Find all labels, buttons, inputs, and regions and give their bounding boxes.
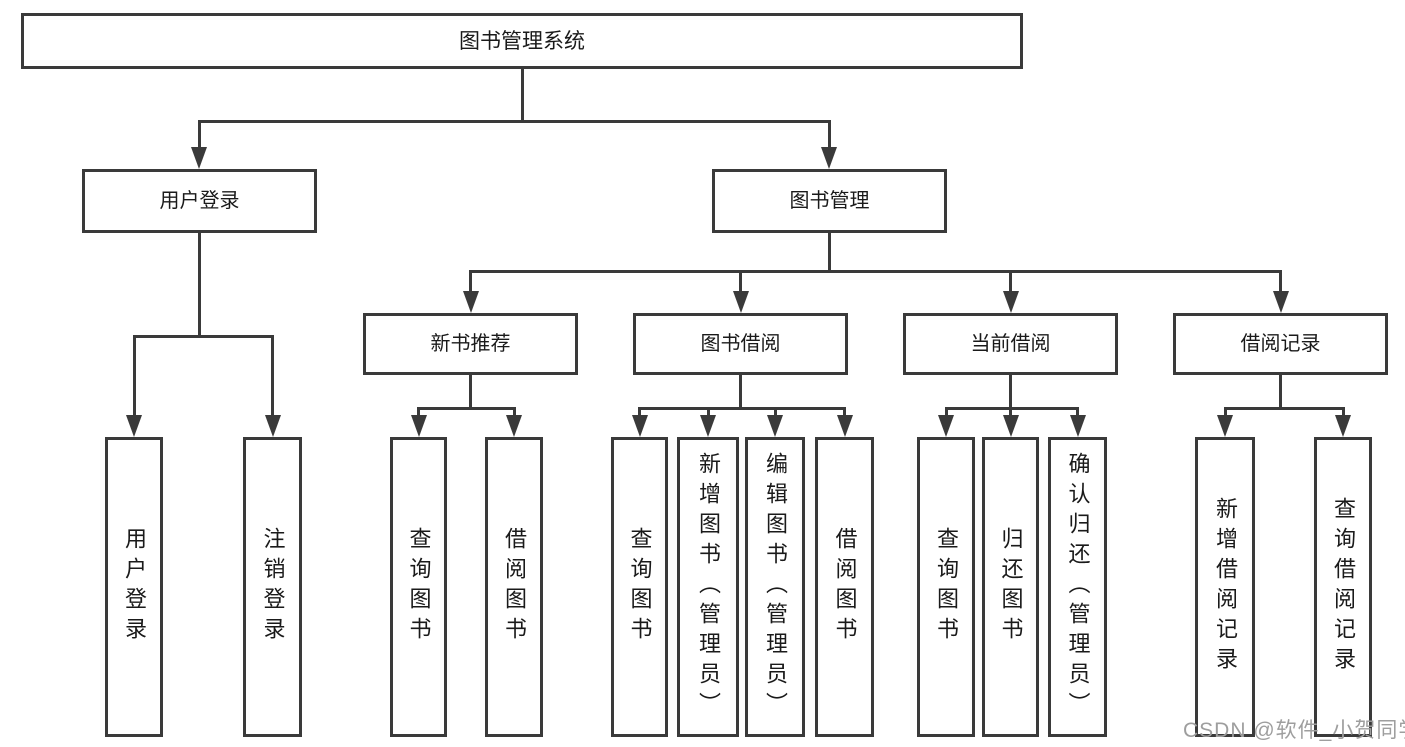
- connector-shaft-book-management: [827, 120, 831, 150]
- leaf-query-books-recommend: 查询图书: [390, 437, 447, 737]
- arrowhead-book-borrow-icon: [732, 291, 749, 313]
- leaf-confirm-return-admin: 确认归还（管理员）: [1048, 437, 1107, 737]
- node-user-login: 用户登录: [82, 169, 317, 233]
- connector-shaft-a2: [512, 407, 516, 417]
- connector-shaft-c3: [1076, 407, 1079, 417]
- arrowhead-b3-icon: [767, 415, 783, 437]
- connector-shaft-current-borrow: [1009, 270, 1012, 293]
- connector-shaft-b4: [843, 407, 846, 417]
- leaf-query-books-current: 查询图书: [917, 437, 975, 737]
- node-current-borrow: 当前借阅: [903, 313, 1118, 375]
- leaf-query-books-borrow: 查询图书: [611, 437, 668, 737]
- node-library-management-system: 图书管理系统: [21, 13, 1023, 69]
- connector-new-book-stem: [469, 375, 472, 407]
- connector-user-login-splitter: [132, 335, 274, 338]
- connector-shaft-book-borrow: [739, 270, 742, 293]
- connector-book-management-stem: [828, 233, 831, 270]
- connector-shaft-c1: [944, 407, 948, 417]
- arrowhead-b4-icon: [836, 415, 853, 437]
- connector-borrow-records-stem: [1279, 375, 1282, 407]
- node-book-borrow: 图书借阅: [633, 313, 848, 375]
- connector-root-stem: [520, 69, 524, 120]
- arrowhead-c2-icon: [1002, 415, 1019, 437]
- arrowhead-current-borrow-icon: [1002, 291, 1019, 313]
- leaf-edit-books-admin: 编辑图书（管理员）: [745, 437, 805, 737]
- connector-shaft-new-book: [469, 270, 472, 293]
- connector-shaft-b3: [773, 407, 777, 417]
- connector-shaft-a1: [417, 407, 420, 417]
- arrowhead-b1-icon: [631, 415, 648, 437]
- connector-shaft-leaf-user-login: [132, 335, 136, 417]
- connector-level3-splitter: [469, 270, 1282, 273]
- arrowhead-borrow-records-icon: [1272, 291, 1289, 313]
- csdn-watermark: CSDN @软件_小贺同学: [1183, 719, 1405, 742]
- arrowhead-book-management-icon: [821, 147, 837, 169]
- connector-shaft-user-login: [197, 120, 201, 150]
- leaf-borrow-books: 借阅图书: [815, 437, 874, 737]
- connector-shaft-c2: [1009, 407, 1012, 417]
- arrowhead-c1-icon: [938, 415, 954, 437]
- arrowhead-b2-icon: [700, 415, 716, 437]
- connector-current-borrow-stem: [1009, 375, 1012, 407]
- connector-level1-splitter: [197, 120, 831, 123]
- connector-book-borrow-stem: [739, 375, 742, 407]
- arrowhead-user-login-icon: [191, 147, 207, 169]
- node-borrow-records: 借阅记录: [1173, 313, 1388, 375]
- arrowhead-leaf-user-login-icon: [126, 415, 142, 437]
- node-new-book-recommend: 新书推荐: [363, 313, 578, 375]
- leaf-add-borrow-record: 新增借阅记录: [1195, 437, 1255, 737]
- arrowhead-d2-icon: [1335, 415, 1351, 437]
- connector-shaft-d1: [1223, 407, 1227, 417]
- node-book-management: 图书管理: [712, 169, 947, 233]
- leaf-query-borrow-record: 查询借阅记录: [1314, 437, 1372, 737]
- arrowhead-a2-icon: [506, 415, 522, 437]
- connector-shaft-b2: [706, 407, 710, 417]
- connector-shaft-borrow-records: [1279, 270, 1282, 293]
- leaf-add-books-admin: 新增图书（管理员）: [677, 437, 739, 737]
- leaf-return-books: 归还图书: [982, 437, 1039, 737]
- connector-new-book-splitter: [417, 407, 516, 410]
- connector-shaft-b1: [638, 407, 641, 417]
- connector-shaft-leaf-logout: [271, 335, 274, 417]
- arrowhead-leaf-logout-icon: [264, 415, 281, 437]
- arrowhead-c3-icon: [1069, 415, 1086, 437]
- connector-borrow-records-splitter: [1223, 407, 1345, 410]
- leaf-borrow-books-recommend: 借阅图书: [485, 437, 543, 737]
- arrowhead-d1-icon: [1217, 415, 1233, 437]
- connector-shaft-d2: [1341, 407, 1345, 417]
- leaf-logout: 注销登录: [243, 437, 302, 737]
- arrowhead-a1-icon: [410, 415, 427, 437]
- leaf-user-login: 用户登录: [105, 437, 163, 737]
- connector-user-login-stem: [198, 233, 201, 335]
- arrowhead-new-book-icon: [462, 291, 479, 313]
- connector-book-borrow-splitter: [638, 407, 846, 410]
